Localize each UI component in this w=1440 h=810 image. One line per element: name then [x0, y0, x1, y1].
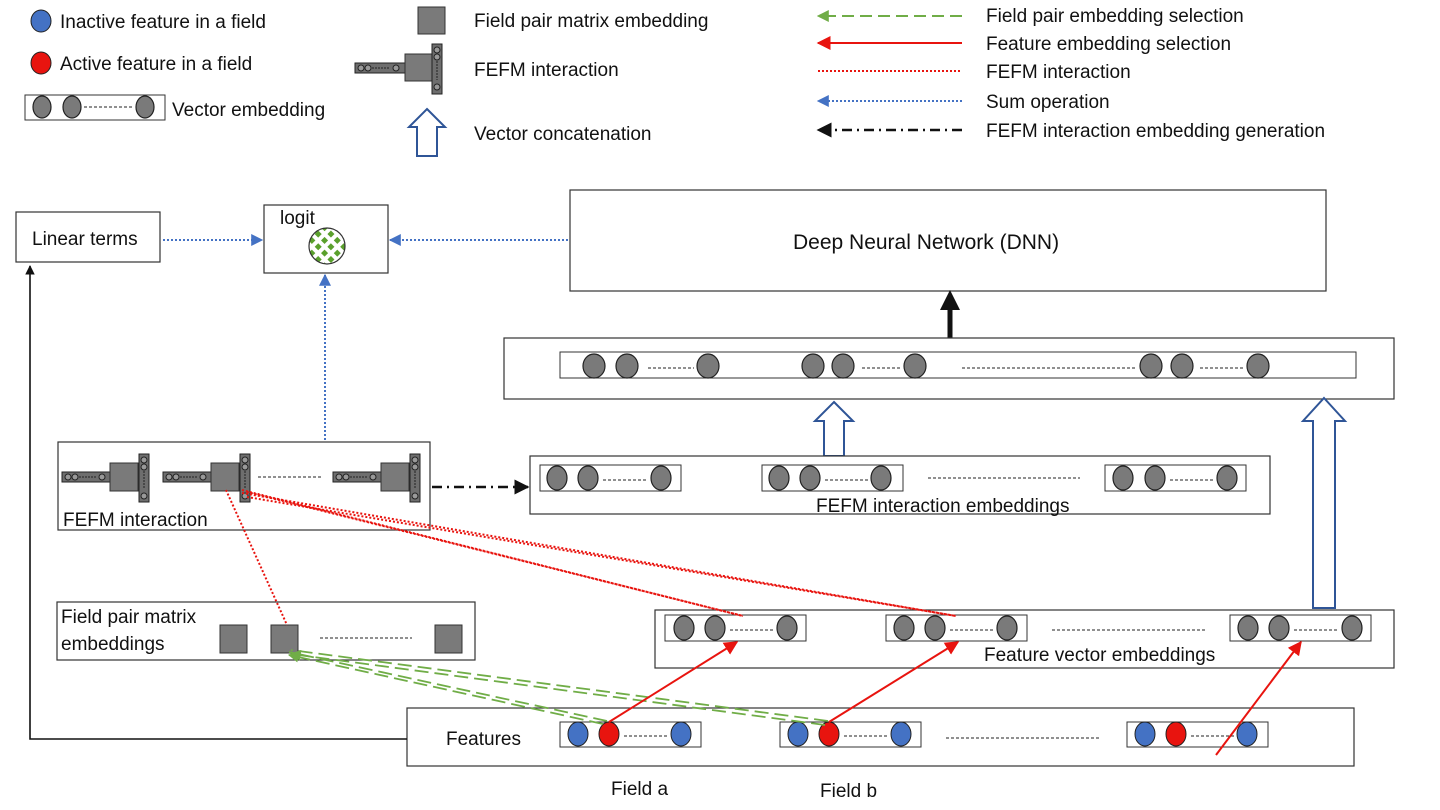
legend-fefm-label: FEFM interaction [474, 60, 619, 81]
inactive-feature-icon [30, 9, 52, 33]
fefm-interaction-units [61, 453, 421, 503]
fefm-embedding-vectors [539, 464, 1247, 492]
dnn-label: Deep Neural Network (DNN) [793, 231, 1059, 254]
feature-fields [559, 721, 1269, 748]
feature-selection-arrow-n [1215, 640, 1302, 756]
field-a-label: Field a [611, 779, 668, 800]
feature-vectors [664, 614, 1372, 642]
features-label: Features [446, 729, 521, 750]
legend-green-label: Field pair embedding selection [986, 6, 1244, 27]
feature-selection-arrow-a [608, 641, 739, 723]
linear-terms-box [15, 211, 161, 263]
legend-vector-label: Vector embedding [172, 100, 325, 121]
legend: Inactive feature in a field Active featu… [24, 6, 1325, 157]
legend-concat-label: Vector concatenation [474, 124, 651, 145]
concat-arrow-features [1300, 396, 1348, 609]
legend-active-label: Active feature in a field [60, 54, 252, 75]
feature-vector-label: Feature vector embeddings [984, 645, 1215, 666]
linear-terms-label: Linear terms [32, 229, 138, 250]
field-pair-selection-arrows [287, 649, 829, 726]
concat-arrow-fefm [812, 400, 856, 457]
field-b-label: Field b [820, 781, 877, 802]
legend-blue-label: Sum operation [986, 92, 1110, 113]
feature-selection-arrow-b [828, 641, 960, 723]
legend-black-label: FEFM interaction embedding generation [986, 121, 1325, 142]
legend-red-dotted-label: FEFM interaction [986, 62, 1131, 83]
fefm-embeddings-label: FEFM interaction embeddings [816, 496, 1069, 517]
concat-vector [559, 351, 1357, 379]
fefm-interaction-label: FEFM interaction [63, 510, 208, 531]
features-to-linear-arrow [25, 265, 407, 740]
dnn-box [569, 189, 1327, 292]
fefm-interaction-lines [225, 489, 957, 626]
legend-red-label: Feature embedding selection [986, 34, 1231, 55]
field-pair-matrix-box [56, 601, 476, 661]
vector-embedding-icon [24, 94, 166, 121]
logit-label: logit [280, 208, 316, 229]
sum-node [308, 227, 346, 265]
field-pair-matrices [219, 624, 463, 654]
legend-matrix-label: Field pair matrix embedding [474, 11, 708, 32]
concat-arrow-icon [406, 107, 448, 157]
matrix-square-icon [417, 6, 446, 35]
active-feature-icon [30, 51, 52, 75]
field-pair-label-line1: Field pair matrix [61, 607, 197, 628]
legend-inactive-label: Inactive feature in a field [60, 12, 266, 33]
fefm-interaction-icon [354, 43, 443, 95]
field-pair-label-line2: embeddings [61, 634, 165, 655]
